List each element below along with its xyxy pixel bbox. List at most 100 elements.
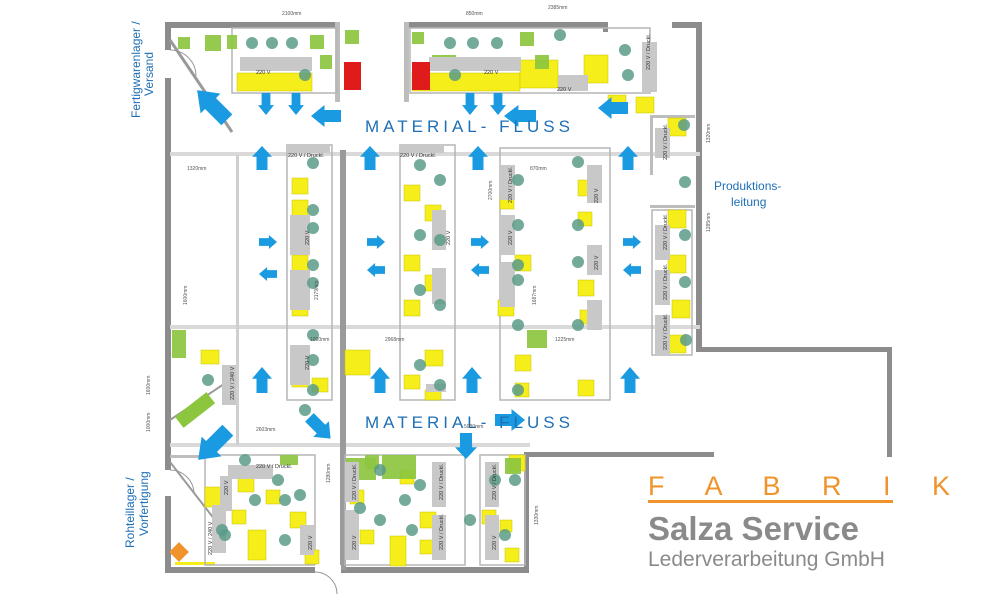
- chair: [307, 259, 319, 271]
- flow-arrow: [620, 367, 640, 393]
- voltage-label: 220 V: [484, 70, 499, 76]
- voltage-label: 220 V / Druckl.: [439, 513, 445, 550]
- electrical-box: [642, 42, 657, 92]
- flow-arrow: [471, 235, 489, 249]
- dimension-label: 1687mm: [532, 286, 538, 305]
- chair: [279, 494, 291, 506]
- work-table: [265, 489, 281, 505]
- sewing-machine: [280, 455, 298, 465]
- brand-name: Salza Service: [648, 510, 859, 547]
- electrical-box: [290, 270, 310, 310]
- work-table: [289, 511, 307, 529]
- sewing-machine: [345, 30, 359, 44]
- chair: [414, 359, 426, 371]
- electrical-box: [429, 57, 521, 71]
- dimension-label: 1320mm: [187, 166, 206, 172]
- flow-arrow: [455, 433, 477, 459]
- electrical-box: [432, 515, 446, 560]
- chair: [512, 219, 524, 231]
- flow-arrow: [258, 93, 274, 115]
- dimension-label: 5030mm: [464, 424, 483, 430]
- work-table: [504, 547, 520, 563]
- voltage-label: 220 V / Druckl.: [663, 313, 669, 350]
- flow-arrow: [598, 97, 628, 119]
- flow-arrow: [305, 413, 331, 439]
- flow-arrow: [311, 105, 341, 127]
- flow-arrow: [198, 424, 234, 460]
- sewing-machine: [320, 55, 332, 69]
- work-table: [403, 184, 421, 202]
- electrical-box: [655, 270, 670, 305]
- dimension-label: 850mm: [466, 11, 483, 17]
- sewing-machines: [172, 30, 549, 480]
- dimension-label: 2603mm: [256, 427, 275, 433]
- chair: [489, 474, 501, 486]
- work-table: [200, 349, 220, 365]
- chair: [572, 156, 584, 168]
- sewing-machine: [527, 330, 547, 348]
- voltage-label: 220 V / Druckl.: [400, 153, 437, 159]
- dimension-label: 2700mm: [488, 181, 494, 200]
- storage-marker: [169, 542, 189, 562]
- chair: [354, 502, 366, 514]
- chair: [619, 44, 631, 56]
- chair: [374, 514, 386, 526]
- dimension-label: 2385mm: [548, 5, 567, 11]
- chair: [444, 37, 456, 49]
- sewing-machine: [412, 32, 424, 44]
- zone-management-line-2: leitung: [731, 195, 766, 209]
- chair: [572, 219, 584, 231]
- work-table: [667, 209, 687, 229]
- chair: [239, 454, 251, 466]
- flow-arrow: [462, 367, 482, 393]
- zone-shipping-line-2: Versand: [142, 52, 156, 96]
- zone-shipping-line-1: Fertigwarenlager /: [129, 21, 143, 118]
- chair: [434, 234, 446, 246]
- zone-prefab-line-1: Rohteillager /: [123, 477, 137, 548]
- dimension-label: 1285mm: [706, 213, 712, 232]
- flow-arrow: [259, 235, 277, 249]
- voltage-label: 220 V: [305, 355, 311, 370]
- sewing-machine: [505, 458, 521, 474]
- flow-arrow: [197, 90, 233, 126]
- electrical-box: [587, 300, 602, 330]
- voltage-label: 220 V / Druckl.: [256, 464, 293, 470]
- dimension-label: 2179mm: [314, 281, 320, 300]
- chair: [491, 37, 503, 49]
- sewing-machine: [535, 55, 549, 69]
- chair: [307, 204, 319, 216]
- voltage-label: 220 V / Druckl.: [663, 213, 669, 250]
- electrical-box: [558, 75, 588, 91]
- voltage-label: 220 V: [224, 480, 230, 495]
- chair: [299, 404, 311, 416]
- chair: [307, 157, 319, 169]
- chair: [572, 319, 584, 331]
- voltage-label: 220 V / Druckl.: [663, 123, 669, 160]
- electrical-box: [432, 268, 446, 304]
- chair: [414, 229, 426, 241]
- voltage-label: 220 V: [446, 230, 452, 245]
- flow-arrow: [252, 367, 272, 393]
- work-table: [231, 509, 247, 525]
- electrical-box: [485, 515, 499, 560]
- sewing-machine: [205, 35, 221, 51]
- chair: [307, 277, 319, 289]
- flow-arrow: [367, 235, 385, 249]
- chair: [272, 474, 284, 486]
- chair: [678, 119, 690, 131]
- sewing-machine: [178, 37, 190, 49]
- flow-arrow: [360, 146, 380, 170]
- electrical-box: [240, 57, 312, 71]
- flow-arrow: [490, 93, 506, 115]
- work-table: [671, 299, 691, 319]
- chair: [202, 374, 214, 386]
- chair: [307, 384, 319, 396]
- flow-arrow: [462, 93, 478, 115]
- voltage-label: 220 V: [308, 535, 314, 550]
- chair: [464, 514, 476, 526]
- voltage-label: 220 V: [594, 188, 600, 203]
- voltage-label: 220 V: [594, 255, 600, 270]
- dimension-label: 1225mm: [555, 337, 574, 343]
- chair: [554, 29, 566, 41]
- outer-walls: [165, 22, 892, 573]
